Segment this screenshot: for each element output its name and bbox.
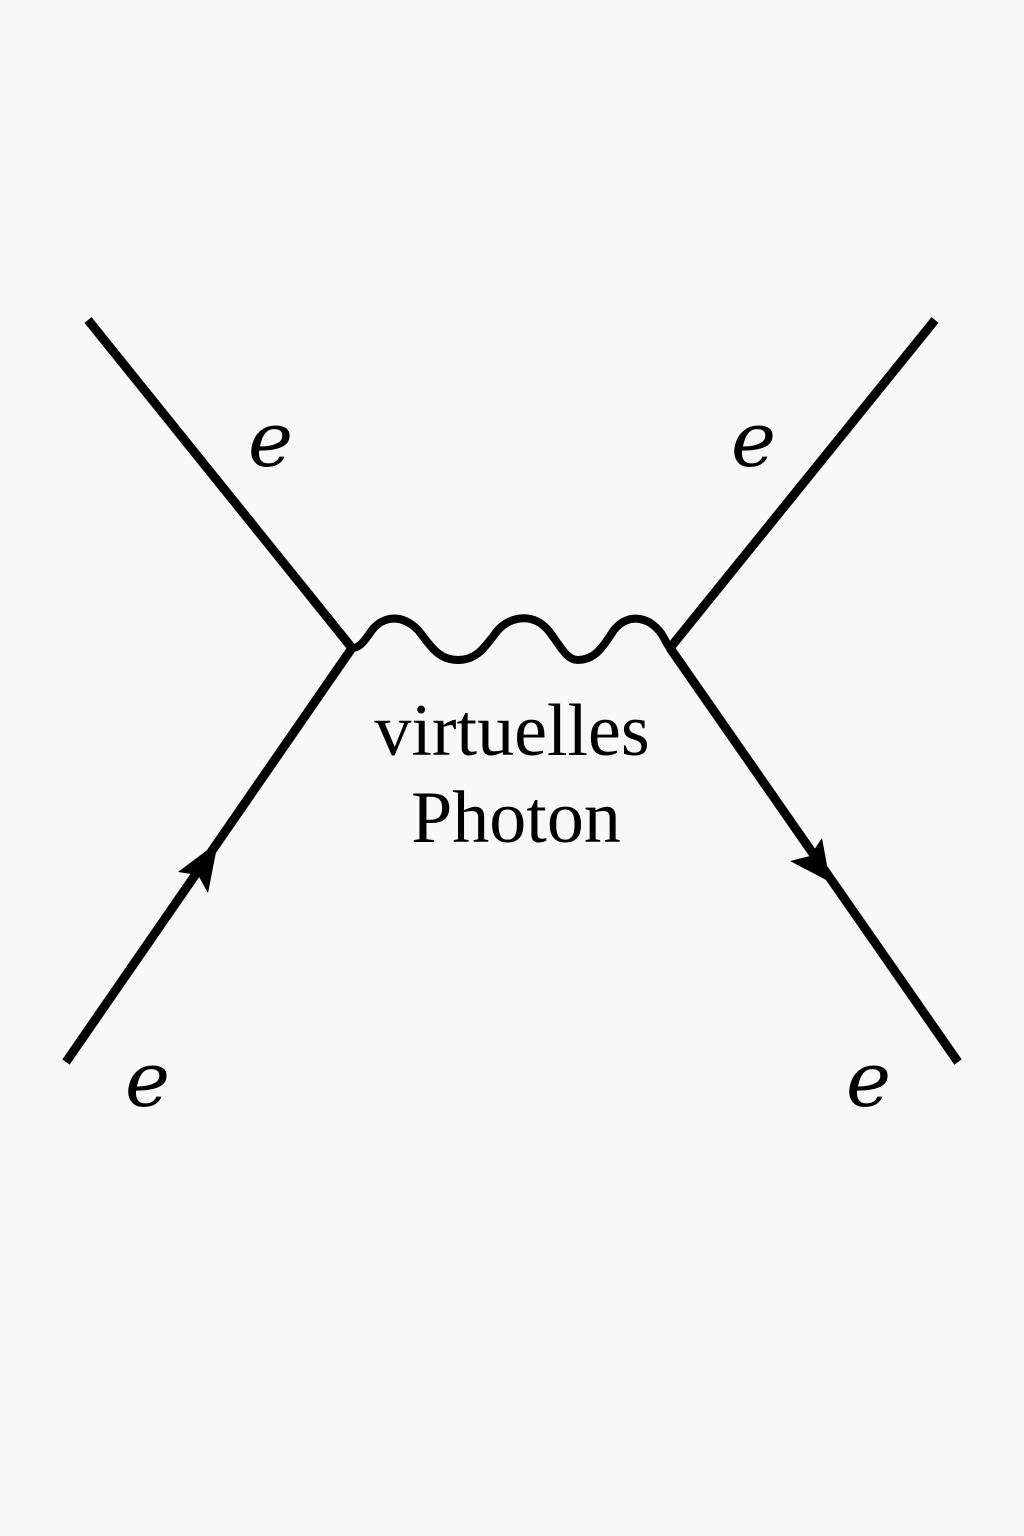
outgoing-arrow-icon	[790, 838, 830, 882]
electron-line-top-right	[666, 317, 939, 651]
propagator-label-line1: virtuelles	[374, 690, 649, 772]
virtual-photon-wave	[351, 614, 673, 664]
label-bottom-right-electron: e	[846, 1035, 891, 1124]
label-bottom-left-electron: e	[125, 1035, 170, 1124]
incoming-arrow-icon	[178, 842, 218, 893]
electron-line-top-left	[84, 317, 356, 651]
label-top-right-electron: e	[731, 395, 776, 484]
propagator-label-line2: Photon	[411, 777, 621, 859]
label-top-left-electron: e	[248, 395, 293, 484]
